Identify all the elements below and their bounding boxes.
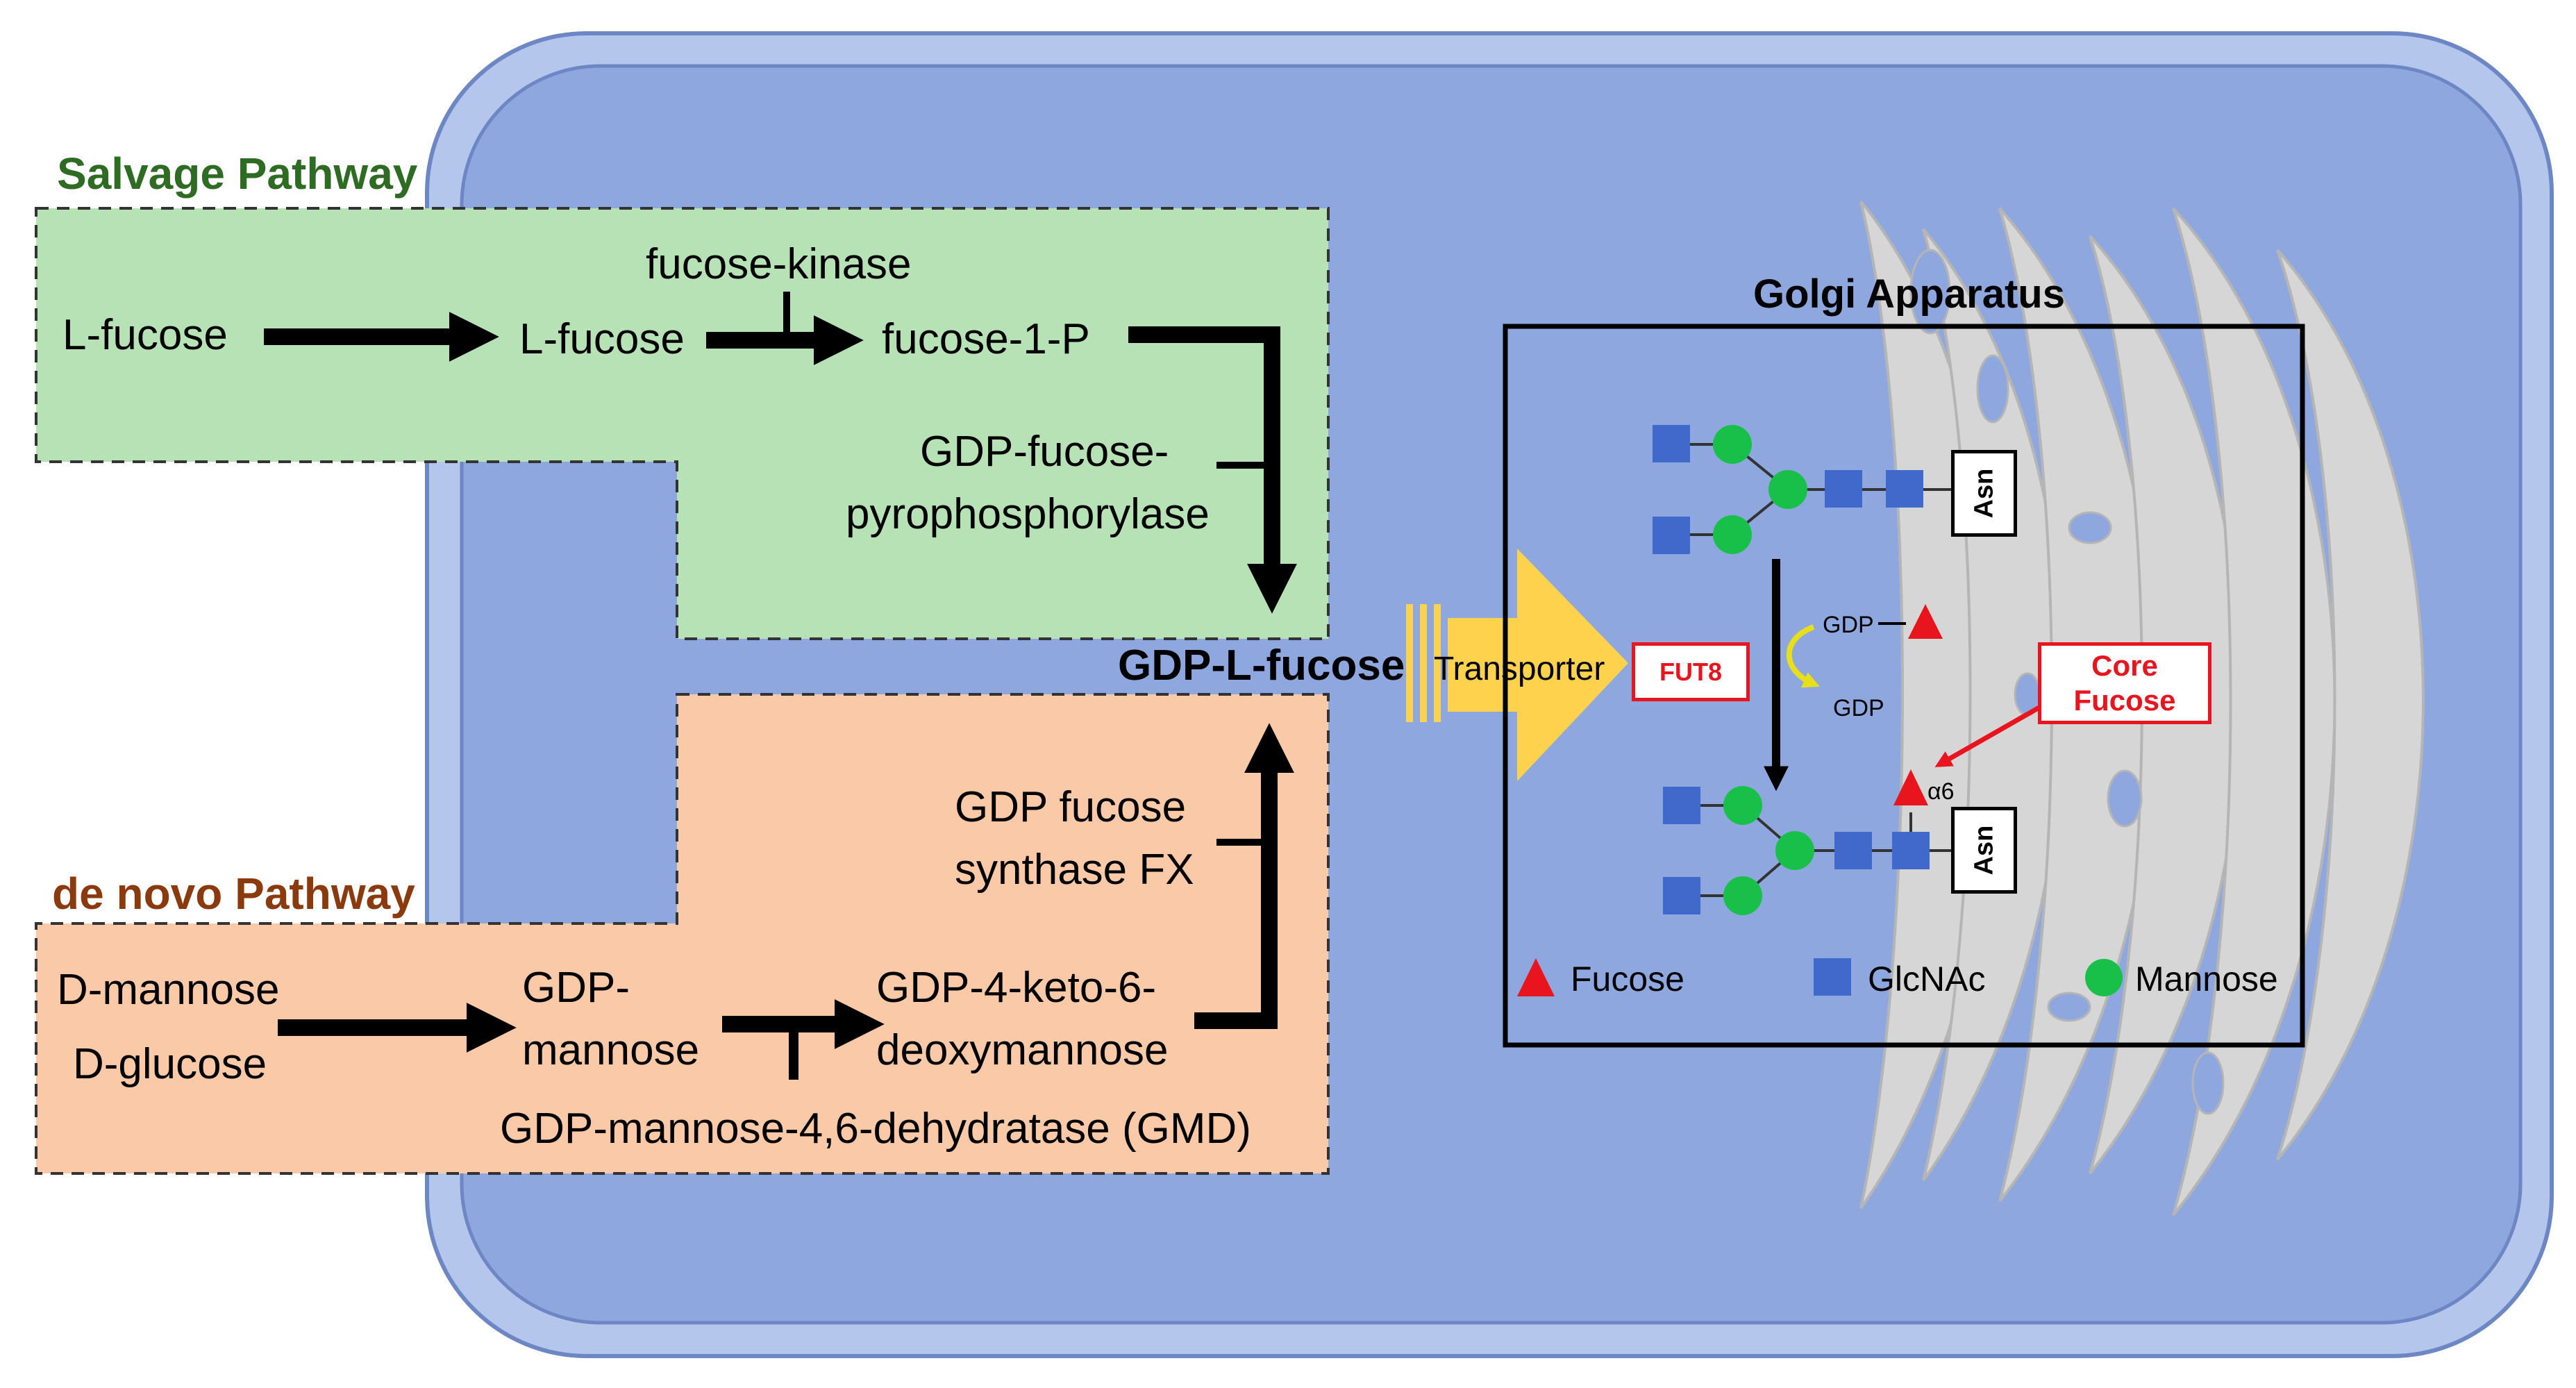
gdp-mannose-label-line2: mannose xyxy=(522,1026,700,1074)
transporter-label: Transporter xyxy=(1434,651,1605,687)
asn-label: Asn xyxy=(1968,468,1998,519)
glcnac-square-icon xyxy=(1653,517,1690,554)
keto-deoxymannose-label-line2: deoxymannose xyxy=(876,1026,1169,1074)
salvage-pathway-region xyxy=(35,207,1330,640)
core-fucose-label: Core Fucose xyxy=(2038,642,2211,724)
arrow-icon xyxy=(1194,723,1294,1029)
fut8-label: FUT8 xyxy=(1632,642,1750,701)
gdp-l-fucose-label: GDP-L-fucose xyxy=(1118,642,1405,689)
transporter-icon xyxy=(1406,549,1628,781)
fucose-1-p-label: fucose-1-P xyxy=(882,315,1090,363)
glcnac-square-icon xyxy=(1663,877,1700,914)
pyrophosphorylase-label-line2: pyrophosphorylase xyxy=(846,490,1210,538)
mannose-circle-icon xyxy=(1713,425,1752,464)
asn-residue-top: Asn xyxy=(1951,450,2017,537)
salvage-pathway-title: Salvage Pathway xyxy=(57,149,418,199)
fx-label-line1: GDP fucose xyxy=(955,783,1187,831)
asn-residue-bottom: Asn xyxy=(1951,807,2017,894)
legend-fucose-label: Fucose xyxy=(1571,960,1684,998)
d-mannose-label: D-mannose xyxy=(57,966,280,1014)
mannose-circle-icon xyxy=(1723,786,1762,825)
salvage-intermediate-label: L-fucose xyxy=(519,315,685,363)
golgi-frame xyxy=(1503,324,2305,1048)
legend-mannose-label: Mannose xyxy=(2135,960,2278,998)
alpha6-linkage-label: α6 xyxy=(1927,778,1955,805)
denovo-pathway-region xyxy=(35,693,1330,1175)
mannose-circle-icon xyxy=(2085,959,2123,996)
fx-label-line2: synthase FX xyxy=(955,846,1194,894)
gdp-mannose-label-line1: GDP- xyxy=(522,964,630,1012)
mannose-circle-icon xyxy=(1713,515,1752,554)
glcnac-square-icon xyxy=(1825,470,1862,508)
core-fucose-label-line1: Core xyxy=(2091,649,2158,682)
fucose-triangle-icon xyxy=(1908,604,1943,639)
mannose-circle-icon xyxy=(1775,831,1814,870)
mannose-circle-icon xyxy=(1723,876,1762,915)
core-fucose-label-line2: Fucose xyxy=(2073,684,2176,717)
fucose-triangle-icon xyxy=(1893,769,1928,805)
glcnac-square-icon xyxy=(1814,958,1851,996)
fucose-triangle-icon xyxy=(1517,958,1555,996)
gdp-released-label: GDP xyxy=(1833,695,1884,721)
denovo-pathway-title: de novo Pathway xyxy=(52,869,415,919)
glcnac-square-icon xyxy=(1892,832,1930,869)
legend-glcnac-label: GlcNAc xyxy=(1868,960,1986,998)
mannose-circle-icon xyxy=(1768,470,1807,509)
golgi-title: Golgi Apparatus xyxy=(1753,271,2065,317)
glcnac-square-icon xyxy=(1663,787,1700,824)
arrow-icon xyxy=(1128,326,1297,614)
keto-deoxymannose-label-line1: GDP-4-keto-6- xyxy=(876,964,1157,1012)
gdp-donor-curve-icon xyxy=(1786,624,1820,688)
gdp-donor-label: GDP xyxy=(1823,612,1874,638)
gmd-label: GDP-mannose-4,6-dehydratase (GMD) xyxy=(500,1105,1251,1153)
glcnac-square-icon xyxy=(1653,425,1690,462)
d-glucose-label: D-glucose xyxy=(73,1040,267,1088)
pyrophosphorylase-label-line1: GDP-fucose- xyxy=(920,428,1169,476)
asn-label: Asn xyxy=(1968,825,1998,876)
glcnac-square-icon xyxy=(1834,832,1872,869)
glcnac-square-icon xyxy=(1886,470,1923,508)
salvage-substrate-label: L-fucose xyxy=(62,311,228,359)
fucose-kinase-label: fucose-kinase xyxy=(646,240,912,288)
